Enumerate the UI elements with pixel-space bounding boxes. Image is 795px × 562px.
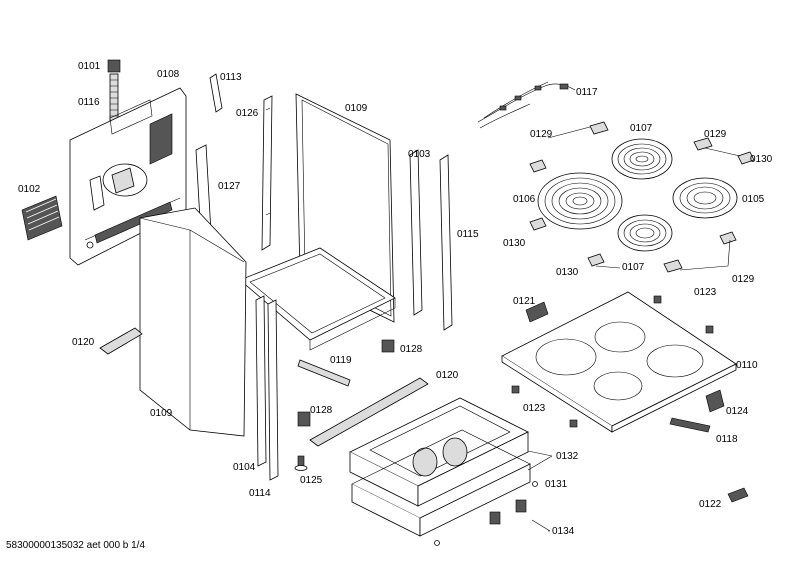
label-0103: 0103	[408, 149, 431, 160]
label-0130-c: 0130	[556, 267, 579, 278]
part-0128-clip-a	[381, 339, 395, 353]
label-0124: 0124	[726, 406, 749, 417]
part-0122-bracket	[727, 487, 749, 503]
part-0134-frame	[351, 429, 531, 537]
part-0123-clip	[511, 295, 714, 428]
part-0102-filter	[21, 195, 63, 241]
label-0121: 0121	[513, 296, 536, 307]
part-0110-hob-glass	[501, 291, 737, 433]
part-0103-rail	[409, 149, 423, 316]
part-0131-screw	[434, 481, 538, 546]
part-0105-element-right	[672, 177, 738, 219]
label-0129-a: 0129	[530, 129, 553, 140]
label-0128-b: 0128	[310, 405, 333, 416]
part-0115-rail	[439, 154, 453, 331]
label-0130-b: 0130	[503, 238, 526, 249]
label-0110: 0110	[736, 360, 758, 371]
label-0106: 0106	[513, 194, 536, 205]
part-0126-rail	[261, 95, 273, 251]
label-0129-b: 0129	[704, 129, 727, 140]
part-0132-frame	[349, 397, 529, 507]
part-0101-cap	[107, 59, 121, 73]
label-0102: 0102	[18, 184, 41, 195]
label-0134: 0134	[552, 526, 575, 537]
label-0125: 0125	[300, 475, 323, 486]
label-0105: 0105	[742, 194, 765, 205]
label-0130-a: 0130	[750, 154, 773, 165]
part-0129-clip	[589, 121, 713, 273]
label-0132: 0132	[556, 451, 579, 462]
part-0107-element-top	[611, 138, 673, 180]
part-0125-foot	[294, 455, 308, 471]
label-0117: 0117	[576, 87, 598, 98]
leader-lines	[547, 126, 741, 271]
part-0120-bracket-right	[309, 377, 429, 447]
label-0109-top: 0109	[345, 103, 368, 114]
label-0107-bottom: 0107	[622, 262, 645, 273]
label-0122: 0122	[699, 499, 722, 510]
part-0106-element-large	[537, 172, 623, 230]
part-0114-rail	[267, 299, 279, 481]
label-0118: 0118	[716, 434, 738, 445]
label-0119: 0119	[330, 355, 352, 366]
document-id-footer: 58300000135032 aet 000 b 1/4	[6, 540, 146, 551]
part-0119-rail	[297, 359, 351, 387]
label-0101: 0101	[78, 61, 101, 72]
label-0114: 0114	[249, 488, 271, 499]
part-0113-bracket	[209, 73, 223, 113]
label-0120-left: 0120	[72, 337, 95, 348]
label-0123-a: 0123	[694, 287, 717, 298]
label-0128-a: 0128	[400, 344, 423, 355]
part-0120-bracket-left	[99, 327, 143, 355]
part-0121-switch	[525, 301, 549, 323]
label-0108: 0108	[157, 69, 180, 80]
label-0126: 0126	[236, 108, 259, 119]
label-0115: 0115	[457, 229, 479, 240]
label-0109-side: 0109	[150, 408, 173, 419]
label-0116: 0116	[78, 97, 100, 108]
label-0129-c: 0129	[732, 274, 755, 285]
label-0131: 0131	[545, 479, 568, 490]
part-0118-terminal	[669, 417, 711, 433]
frame-leader-lines	[527, 450, 553, 532]
label-0113: 0113	[220, 72, 242, 83]
label-0104: 0104	[233, 462, 256, 473]
part-0124-connector	[705, 389, 725, 413]
part-0130-clip	[529, 151, 755, 267]
part-0109-side-panel	[139, 207, 247, 437]
part-0104-rail	[255, 295, 267, 467]
part-0117-harness	[477, 81, 576, 129]
label-0107-top: 0107	[630, 123, 653, 134]
part-oven-floor	[239, 247, 396, 351]
part-0107-element-bottom	[617, 214, 673, 252]
label-0127: 0127	[218, 181, 241, 192]
label-0123-b: 0123	[523, 403, 546, 414]
part-0128-clip-b	[297, 411, 311, 427]
label-0120-right: 0120	[436, 370, 459, 381]
